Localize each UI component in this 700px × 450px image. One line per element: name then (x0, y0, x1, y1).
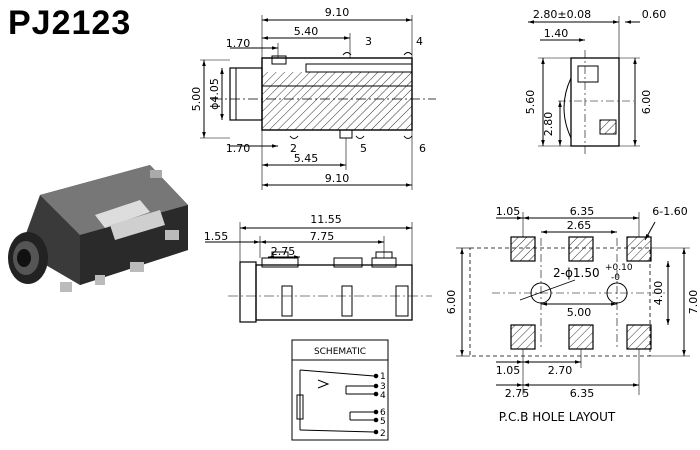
dim-front-mid: 7.75 (310, 230, 335, 243)
pcb-dim-inner-span: 2.65 (567, 219, 592, 232)
dim-top-overall: 9.10 (325, 6, 350, 19)
pcb-dim-height-right: 7.00 (687, 290, 700, 315)
pcb-holes-label: 2-ϕ1.50 (553, 266, 600, 280)
side-view (528, 16, 640, 155)
part-number-title: PJ2123 (8, 4, 132, 42)
dim-top-height: 5.00 (190, 87, 203, 112)
dim-front-overall: 11.55 (310, 213, 342, 226)
schematic-pin-4: 4 (380, 391, 386, 401)
product-photo (8, 165, 188, 292)
dim-side-offset: 0.60 (642, 8, 667, 21)
pcb-dim-top-span: 6.35 (570, 205, 595, 218)
pin-label-5: 5 (360, 142, 367, 155)
pcb-tol-minus: -0 (611, 273, 620, 283)
pcb-dim-height-inner: 4.00 (652, 281, 665, 306)
pcb-tol-plus: +0.10 (605, 263, 633, 273)
pcb-dim-bottom-left: 1.05 (496, 364, 521, 377)
pcb-dim-height-left: 6.00 (445, 290, 458, 315)
dim-bottom-left: 1.70 (226, 142, 251, 155)
pcb-layout-title: P.C.B HOLE LAYOUT (499, 410, 616, 424)
dim-side-height-inner: 2.80 (542, 112, 555, 137)
dim-top-diameter: ϕ4.05 (208, 78, 221, 110)
dim-side-height-right: 6.00 (640, 90, 653, 115)
schematic-pin-6: 6 (380, 408, 386, 418)
dim-side-height: 5.60 (524, 90, 537, 115)
top-view (200, 15, 436, 190)
schematic-box (291, 339, 389, 441)
dim-top-mid: 5.40 (294, 25, 319, 38)
pcb-dim-bottom-span: 6.35 (570, 387, 595, 400)
dim-front-left: 1.55 (204, 230, 229, 243)
pcb-dim-bottom-offset: 2.75 (505, 387, 530, 400)
schematic-title: SCHEMATIC (314, 347, 366, 357)
dim-front-inner: 2.75 (271, 245, 296, 258)
pin-label-4: 4 (416, 35, 423, 48)
pcb-dim-top-left: 1.05 (496, 205, 521, 218)
pin-label-6: 6 (419, 142, 426, 155)
pin-label-3: 3 (365, 35, 372, 48)
pcb-dim-bottom-inner: 2.70 (548, 364, 573, 377)
pcb-dim-hole-pitch: 5.00 (567, 306, 592, 319)
front-view (205, 222, 432, 323)
pcb-dim-pad-count: 6-1.60 (652, 205, 687, 218)
schematic-pin-3: 3 (380, 382, 386, 392)
dim-bottom-overall: 9.10 (325, 172, 350, 185)
dim-bottom-mid: 5.45 (294, 152, 319, 165)
pin-label-2: 2 (290, 142, 297, 155)
dim-top-left: 1.70 (226, 37, 251, 50)
schematic-pin-1: 1 (380, 372, 386, 382)
schematic-pin-2: 2 (380, 429, 386, 439)
schematic-pin-5: 5 (380, 417, 386, 427)
pcb-layout (456, 212, 690, 395)
dim-side-inner: 1.40 (544, 27, 569, 40)
dim-side-width: 2.80±0.08 (533, 8, 591, 21)
